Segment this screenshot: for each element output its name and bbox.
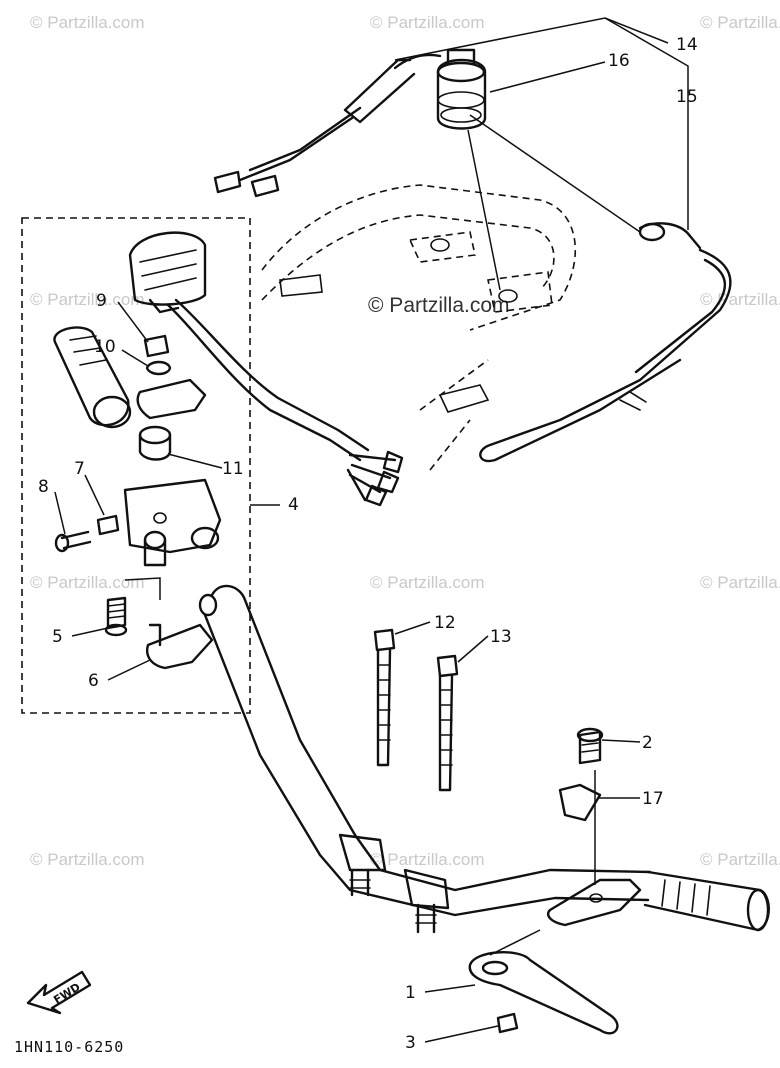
diagram-code: 1HN110-6250 xyxy=(14,1038,124,1056)
nut-9 xyxy=(143,334,170,358)
right-grip xyxy=(643,870,770,932)
watermark-text: © Partzilla.com xyxy=(700,290,780,309)
callout-16: 16 xyxy=(608,51,630,71)
callout-17: 17 xyxy=(642,789,664,809)
watermark-center: © Partzilla.com xyxy=(368,294,510,317)
watermark-text: © Partzilla.com xyxy=(370,850,485,869)
plate xyxy=(136,378,207,420)
callout-5: 5 xyxy=(52,627,63,647)
callout-11: 11 xyxy=(222,459,244,479)
watermark-text: © Partzilla.com xyxy=(700,13,780,32)
callout-13: 13 xyxy=(490,627,512,647)
callout-14: 14 xyxy=(676,35,698,55)
leader-bracket xyxy=(394,17,689,291)
collar-11 xyxy=(138,425,172,445)
fwd-label: FWD xyxy=(51,980,82,1006)
callout-6: 6 xyxy=(88,671,99,691)
callout-9: 9 xyxy=(96,291,107,311)
watermark-text: © Partzilla.com xyxy=(700,573,780,592)
stop-switch-cable xyxy=(479,222,732,463)
callout-3: 3 xyxy=(405,1033,416,1053)
small-parts-upper xyxy=(136,334,207,461)
watermark-text: © Partzilla.com xyxy=(30,290,145,309)
frame-outline xyxy=(261,184,577,471)
watermarks: © Partzilla.com © Partzilla.com © Partzi… xyxy=(30,13,780,869)
throttle-housing xyxy=(123,478,222,567)
washer-10 xyxy=(145,360,172,376)
callout-2: 2 xyxy=(642,733,653,753)
screw-and-lever xyxy=(104,577,214,670)
callout-4: 4 xyxy=(288,495,299,515)
mount-brackets xyxy=(338,833,450,934)
fwd-arrow: FWD xyxy=(26,970,92,1015)
watermark-text: © Partzilla.com xyxy=(700,850,780,869)
main-switch-assembly xyxy=(213,48,487,198)
callout-numbers: 1 2 3 4 5 6 7 8 9 10 11 12 13 14 15 16 1… xyxy=(38,35,698,1053)
watermark-text: © Partzilla.com xyxy=(30,573,145,592)
watermark-text: © Partzilla.com xyxy=(30,850,145,869)
throttle-switch xyxy=(128,231,404,507)
callout-1: 1 xyxy=(405,983,416,1003)
watermark-text: © Partzilla.com xyxy=(370,573,485,592)
watermark-text: © Partzilla.com xyxy=(370,13,485,32)
cable-ties xyxy=(373,628,459,792)
watermark-text: © Partzilla.com xyxy=(30,13,145,32)
callout-12: 12 xyxy=(434,613,456,633)
callout-8: 8 xyxy=(38,477,49,497)
screw-and-nut xyxy=(54,514,120,553)
left-grip xyxy=(53,326,132,429)
callout-10: 10 xyxy=(94,337,116,357)
callout-leaders xyxy=(54,301,641,1043)
switch-assembly-box xyxy=(21,217,251,714)
callout-7: 7 xyxy=(74,459,85,479)
callout-15: 15 xyxy=(676,87,698,107)
handlebar xyxy=(198,584,652,917)
brake-lever xyxy=(468,929,619,1035)
brake-lever-bracket xyxy=(546,727,642,927)
